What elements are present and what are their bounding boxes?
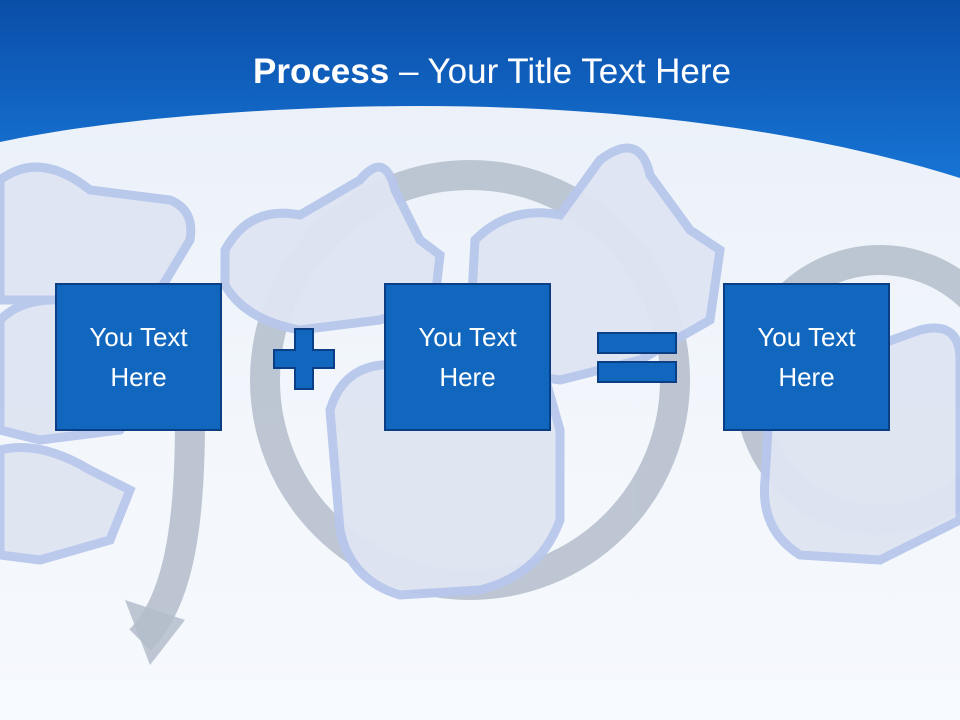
text-box-1[interactable]: You Text Here: [55, 283, 222, 431]
text-box-2-label: You Text Here: [418, 322, 517, 392]
arrow-head-icon: [125, 600, 185, 665]
title-bold: Process: [253, 52, 390, 91]
equals-icon: [597, 332, 677, 383]
text-box-1-label: You Text Here: [89, 322, 188, 392]
title-rest: – Your Title Text Here: [389, 52, 731, 91]
text-box-3[interactable]: You Text Here: [723, 283, 890, 431]
text-box-2[interactable]: You Text Here: [384, 283, 551, 431]
header-band: [0, 0, 960, 178]
text-box-3-label: You Text Here: [757, 322, 856, 392]
plus-icon: [273, 328, 335, 390]
slide-title: Process – Your Title Text Here: [0, 52, 960, 92]
